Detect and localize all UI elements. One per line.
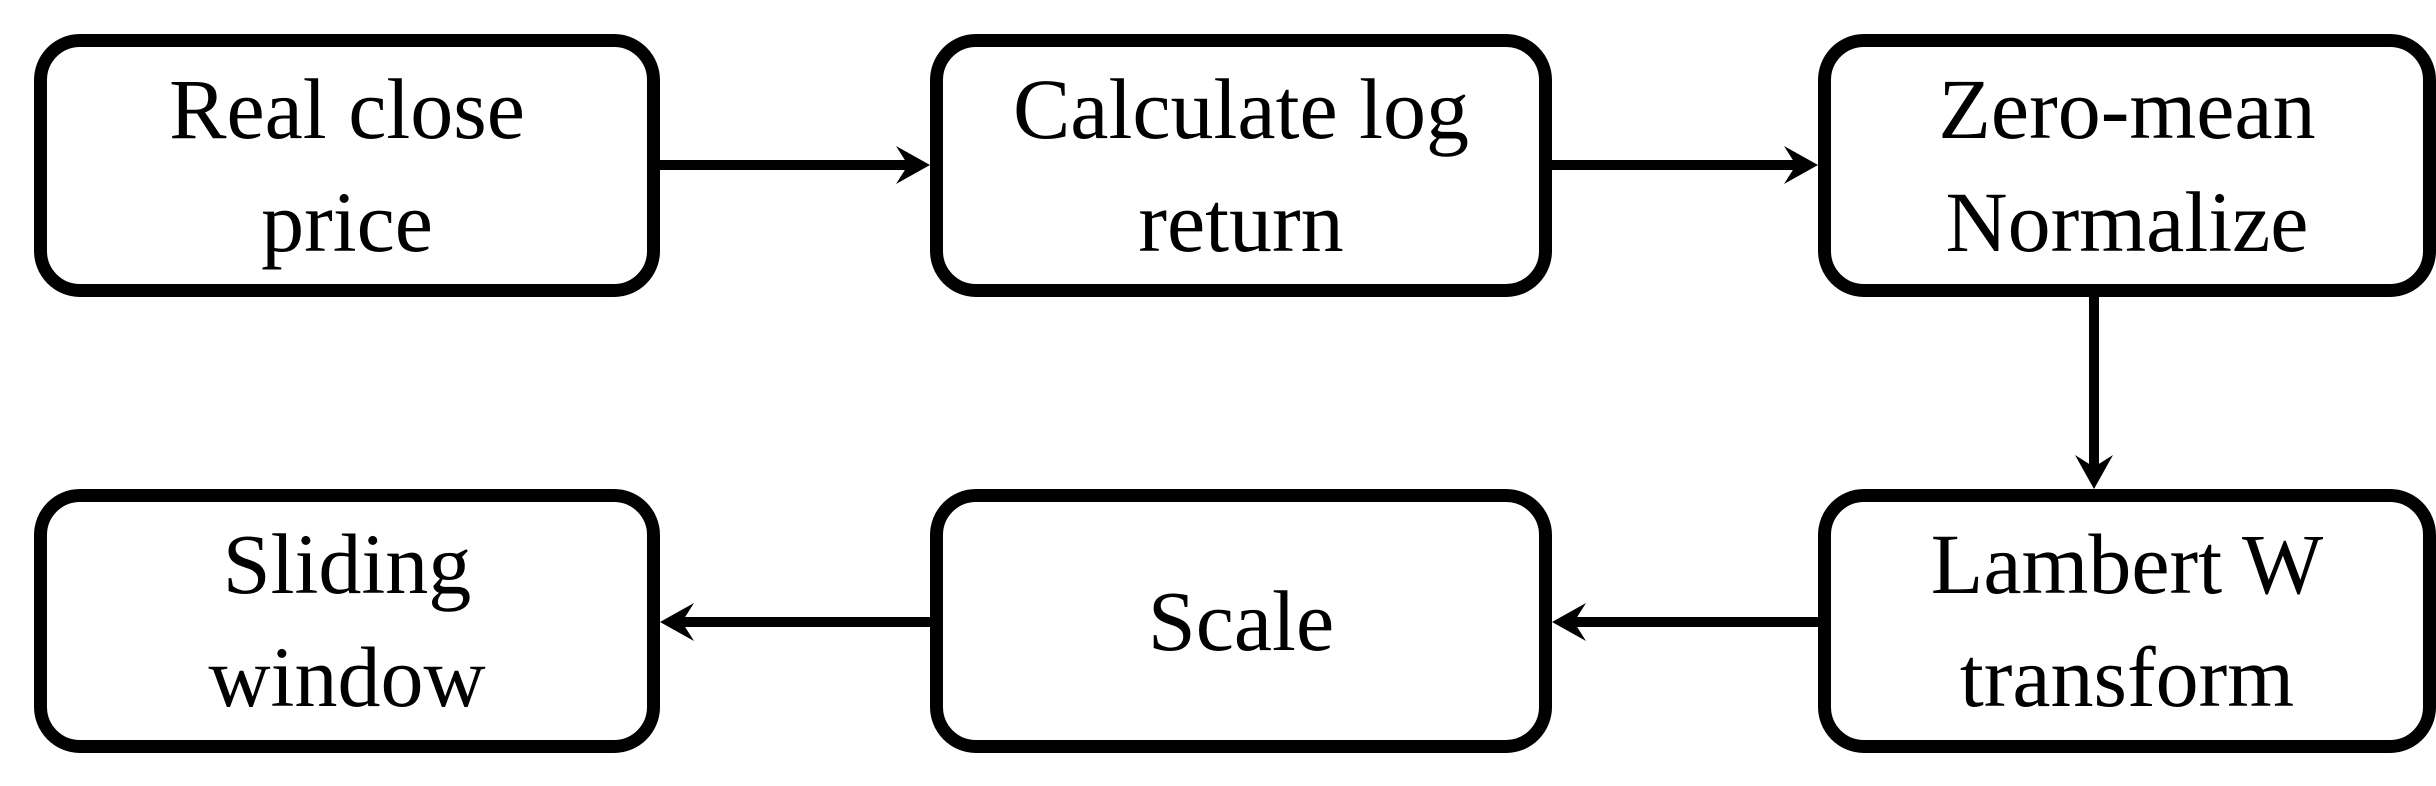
node-sliding-window: Sliding window xyxy=(34,489,660,753)
node-real-close-price: Real close price xyxy=(34,34,660,297)
node-label: Scale xyxy=(1147,572,1335,669)
arrow-calculate-log-to-zero-mean xyxy=(1552,146,1818,184)
node-lambert-w-transform: Lambert W transform xyxy=(1818,489,2436,753)
arrow-lambert-w-to-scale xyxy=(1552,603,1818,641)
arrow-real-close-to-calculate-log xyxy=(660,146,930,184)
node-label: Sliding window xyxy=(208,516,486,725)
node-zero-mean-normalize: Zero-mean Normalize xyxy=(1818,34,2436,297)
node-label: Lambert W transform xyxy=(1930,516,2324,725)
node-calculate-log-return: Calculate log return xyxy=(930,34,1552,297)
node-label: Real close price xyxy=(169,60,525,270)
node-label: Zero-mean Normalize xyxy=(1938,60,2316,270)
arrow-zero-mean-to-lambert-w xyxy=(2075,297,2113,489)
node-scale: Scale xyxy=(930,489,1552,753)
arrow-scale-to-sliding-window xyxy=(660,603,930,641)
node-label: Calculate log return xyxy=(1012,60,1470,270)
